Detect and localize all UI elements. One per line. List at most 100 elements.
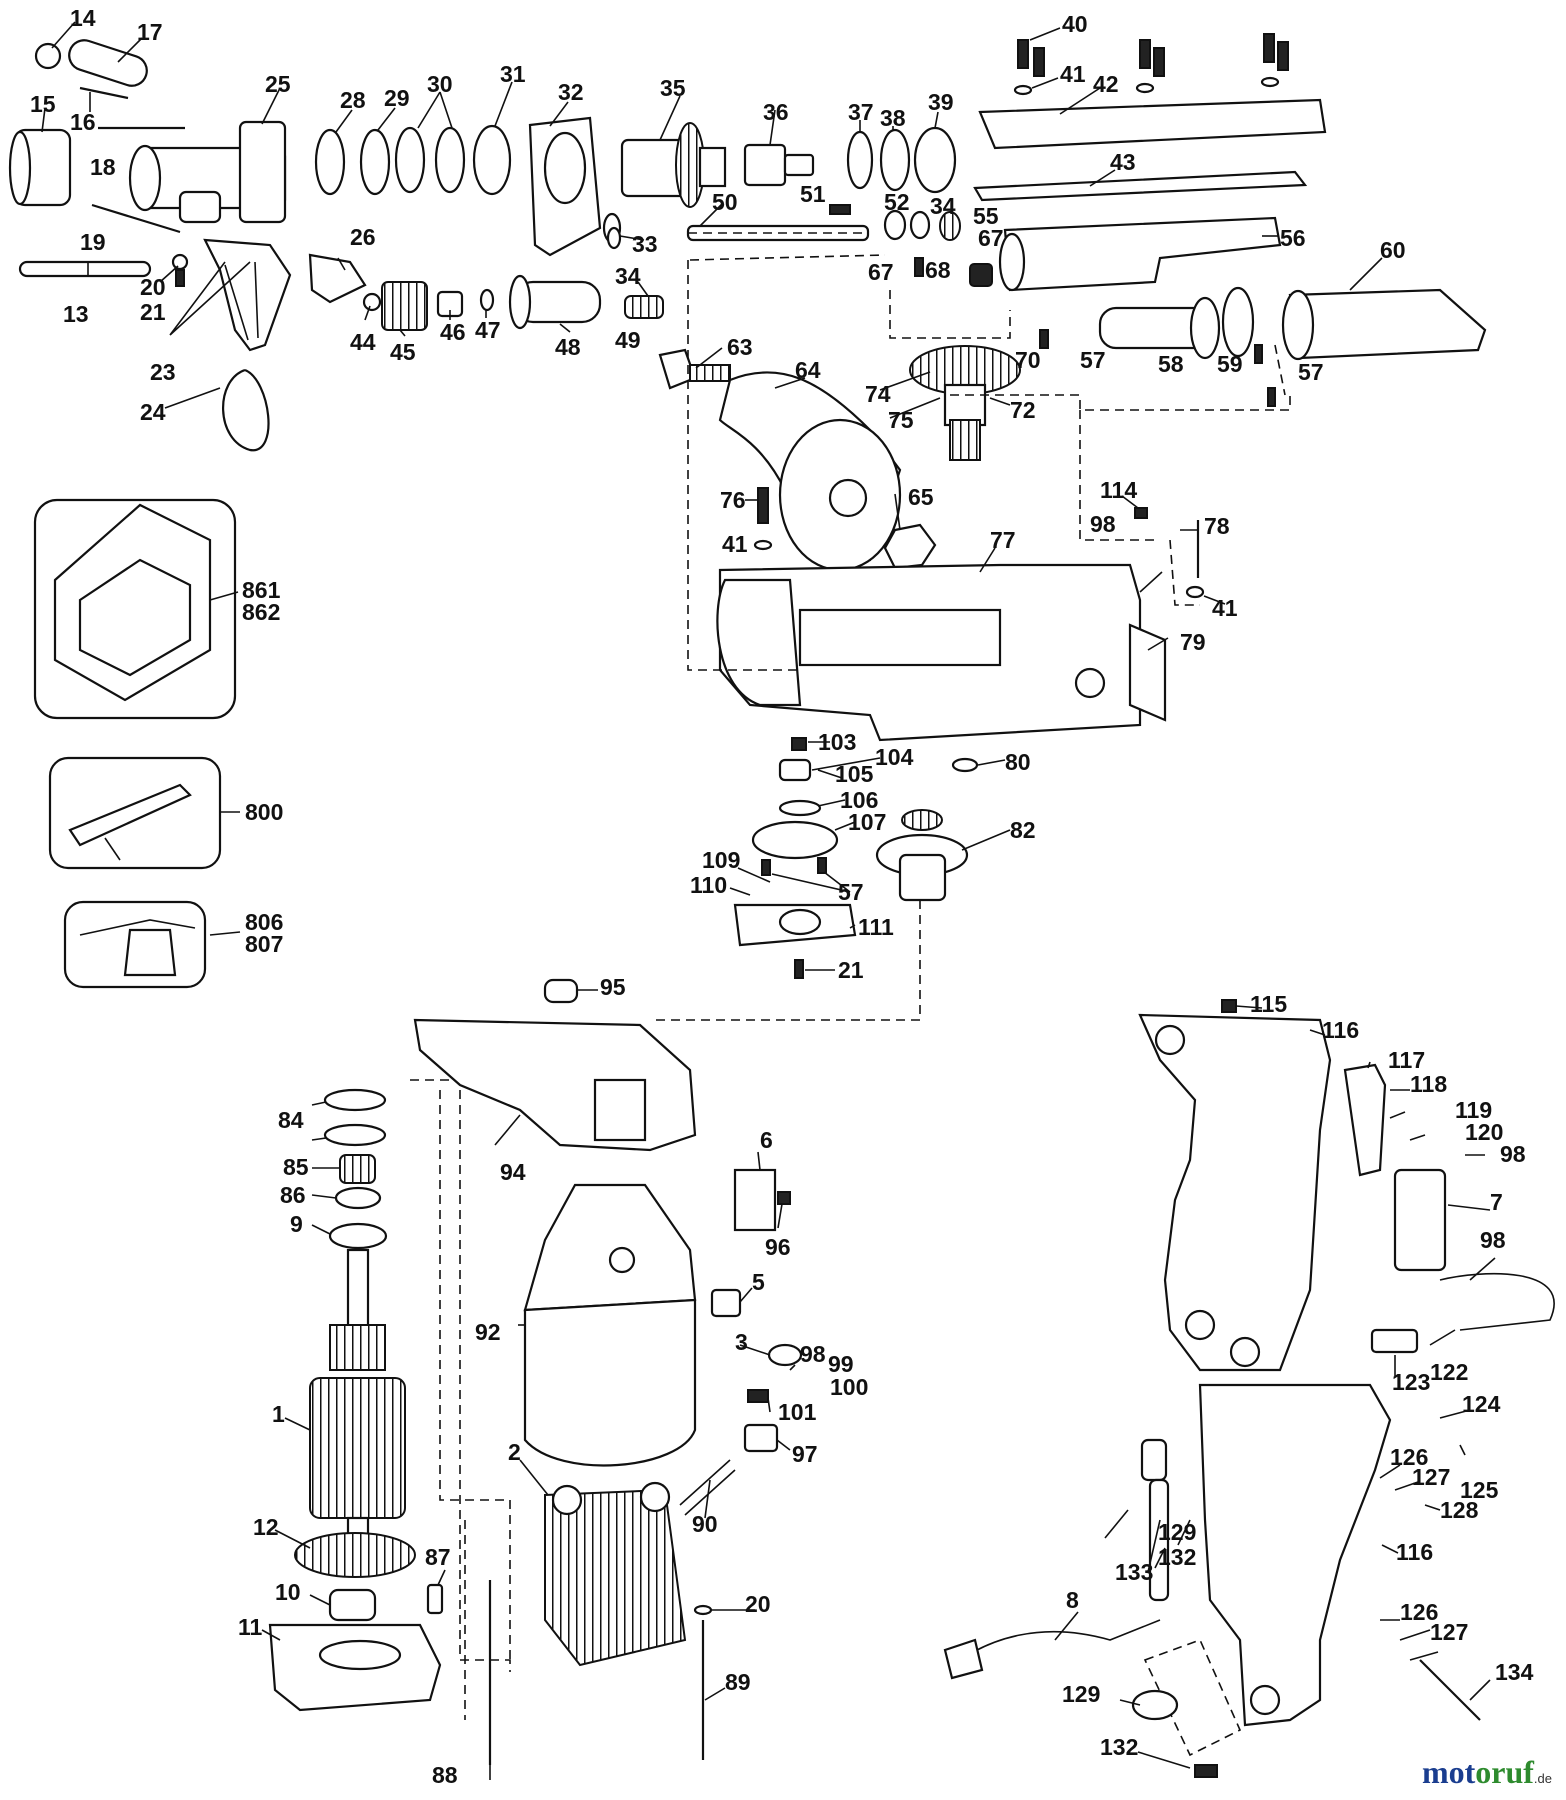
power-cord-8 [959, 1619, 1161, 1661]
label-15: 15 [30, 91, 56, 117]
bearing-38 [879, 128, 911, 192]
trigger-117 [1343, 1063, 1387, 1177]
label-47: 47 [475, 317, 501, 343]
terminal-123 [1370, 1328, 1419, 1354]
label-63: 63 [727, 334, 753, 360]
nut-65 [883, 523, 937, 570]
label-13: 13 [63, 301, 89, 327]
gear-bearing-group [308, 116, 961, 331]
cover-6 [733, 1168, 777, 1232]
housing-56 [998, 216, 1282, 292]
label-107: 107 [848, 809, 886, 835]
label-132a: 132 [1158, 1544, 1196, 1570]
ring-30a [394, 126, 426, 194]
label-99: 99 [828, 1351, 854, 1377]
watermark-tld: .de [1533, 1771, 1552, 1786]
label-111: 111 [858, 914, 894, 940]
label-106: 106 [840, 787, 878, 813]
clamp-bracket-23 [203, 238, 292, 352]
label-114: 114 [1100, 477, 1137, 503]
label-25: 25 [265, 71, 291, 97]
gearbox-group [658, 345, 1205, 979]
end-bell-10-11 [268, 1588, 442, 1712]
label-134: 134 [1495, 1659, 1534, 1685]
spur-gear-35 [620, 122, 727, 208]
label-862: 862 [242, 599, 280, 625]
spring-pin-16 [79, 86, 129, 100]
label-67b: 67 [868, 259, 894, 285]
label-38: 38 [880, 105, 906, 131]
label-37: 37 [848, 99, 874, 125]
grease-gun-box [48, 756, 222, 870]
bolt-76 [757, 487, 769, 524]
label-3: 3 [735, 1329, 748, 1355]
handle-half-116a [1138, 1013, 1332, 1372]
label-41c: 41 [1212, 595, 1238, 621]
label-58: 58 [1158, 351, 1184, 377]
handle-half-116b [1198, 1383, 1392, 1727]
label-23: 23 [150, 359, 176, 385]
label-92: 92 [475, 1319, 501, 1345]
label-103: 103 [818, 729, 856, 755]
label-26: 26 [350, 224, 376, 250]
bolt-63 [658, 348, 731, 390]
gear-72 [909, 345, 1021, 461]
label-95: 95 [600, 974, 626, 1000]
cover-44-45 [308, 253, 495, 331]
connector-97 [743, 1423, 779, 1453]
label-117: 117 [1388, 1047, 1425, 1073]
label-116b: 116 [1396, 1539, 1433, 1565]
label-45: 45 [390, 339, 416, 365]
o-ring-14 [34, 42, 62, 70]
label-6: 6 [760, 1127, 773, 1153]
label-72: 72 [1010, 397, 1036, 423]
label-86: 86 [280, 1182, 306, 1208]
label-17: 17 [137, 19, 163, 45]
label-101: 101 [778, 1399, 817, 1425]
screw-51 [829, 204, 851, 215]
clamp-129 [1131, 1689, 1179, 1721]
cover-plate-42 [978, 98, 1327, 150]
label-20: 20 [140, 274, 166, 300]
label-75: 75 [888, 407, 914, 433]
washer-80 [951, 757, 979, 773]
brush-holder-3 [767, 1343, 803, 1367]
leads-90 [679, 1459, 736, 1516]
label-124: 124 [1462, 1391, 1501, 1417]
gasket-43 [973, 170, 1308, 202]
label-807: 807 [245, 931, 283, 957]
label-110: 110 [690, 872, 727, 898]
label-87: 87 [425, 1544, 451, 1570]
washer-41b [753, 539, 773, 551]
screws-40 [1017, 33, 1289, 77]
label-1: 1 [272, 1401, 285, 1427]
cylinder-60 [1281, 288, 1487, 361]
label-57a: 57 [1080, 347, 1106, 373]
pinion-82 [875, 809, 969, 902]
label-88: 88 [432, 1762, 458, 1788]
screw-132 [1194, 1764, 1218, 1778]
label-57c: 57 [838, 879, 864, 905]
label-129a: 129 [1158, 1519, 1196, 1545]
label-128: 128 [1440, 1497, 1479, 1523]
leader-lines [41, 21, 1496, 1780]
label-2: 2 [508, 1439, 521, 1465]
label-42: 42 [1093, 71, 1119, 97]
pin-13 [18, 260, 152, 278]
label-122: 122 [1430, 1359, 1468, 1385]
label-43: 43 [1110, 149, 1136, 175]
screw-134 [1419, 1659, 1481, 1721]
label-78: 78 [1204, 513, 1230, 539]
label-7: 7 [1490, 1189, 1503, 1215]
leads-98 [1439, 1272, 1555, 1331]
tool-holder-25 [128, 120, 287, 224]
label-70: 70 [1015, 347, 1041, 373]
bearing-block-103-111 [733, 737, 857, 979]
washers-41 [1013, 76, 1280, 96]
label-50: 50 [712, 189, 738, 215]
label-116a: 116 [1322, 1017, 1359, 1043]
label-34a: 34 [615, 263, 641, 289]
side-handle-64 [718, 371, 902, 572]
switch-7 [1393, 1168, 1447, 1272]
